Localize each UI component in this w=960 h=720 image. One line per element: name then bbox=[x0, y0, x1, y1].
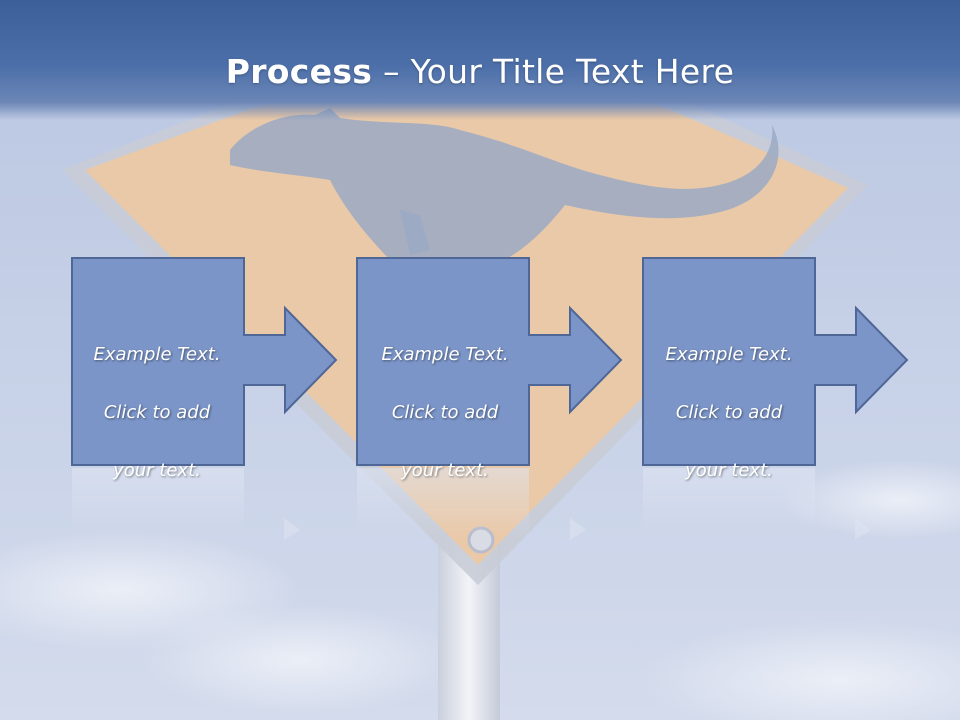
step-1-line-3: your text. bbox=[113, 460, 201, 481]
step-2-text[interactable]: Example Text. Click to add your text. bbox=[359, 311, 531, 514]
arrow-3-reflection bbox=[855, 518, 871, 540]
step-3-text[interactable]: Example Text. Click to add your text. bbox=[643, 311, 815, 514]
step-3-reflection bbox=[643, 468, 815, 538]
step-3-line-1: Example Text. bbox=[665, 344, 793, 365]
step-1-text[interactable]: Example Text. Click to add your text. bbox=[71, 311, 243, 514]
arrow-1-reflection bbox=[284, 518, 300, 540]
step-3-line-3: your text. bbox=[685, 460, 773, 481]
step-3-line-2: Click to add bbox=[675, 402, 783, 423]
step-2-line-1: Example Text. bbox=[381, 344, 509, 365]
step-1-line-1: Example Text. bbox=[93, 344, 221, 365]
title-band bbox=[0, 0, 960, 120]
slide-title[interactable]: Process – Your Title Text Here bbox=[0, 52, 960, 91]
step-3-shape[interactable] bbox=[642, 257, 909, 466]
step-2-line-2: Click to add bbox=[391, 402, 499, 423]
step-2-line-3: your text. bbox=[401, 460, 489, 481]
title-bold-part: Process bbox=[225, 52, 373, 91]
step-2-reflection bbox=[357, 468, 529, 538]
title-rest-part: – Your Title Text Here bbox=[372, 52, 735, 91]
step-2-shape[interactable] bbox=[356, 257, 623, 466]
step-1-line-2: Click to add bbox=[103, 402, 211, 423]
arrow-2-reflection bbox=[570, 518, 586, 540]
step-1-shape[interactable] bbox=[71, 257, 338, 466]
step-1-reflection bbox=[72, 468, 244, 538]
